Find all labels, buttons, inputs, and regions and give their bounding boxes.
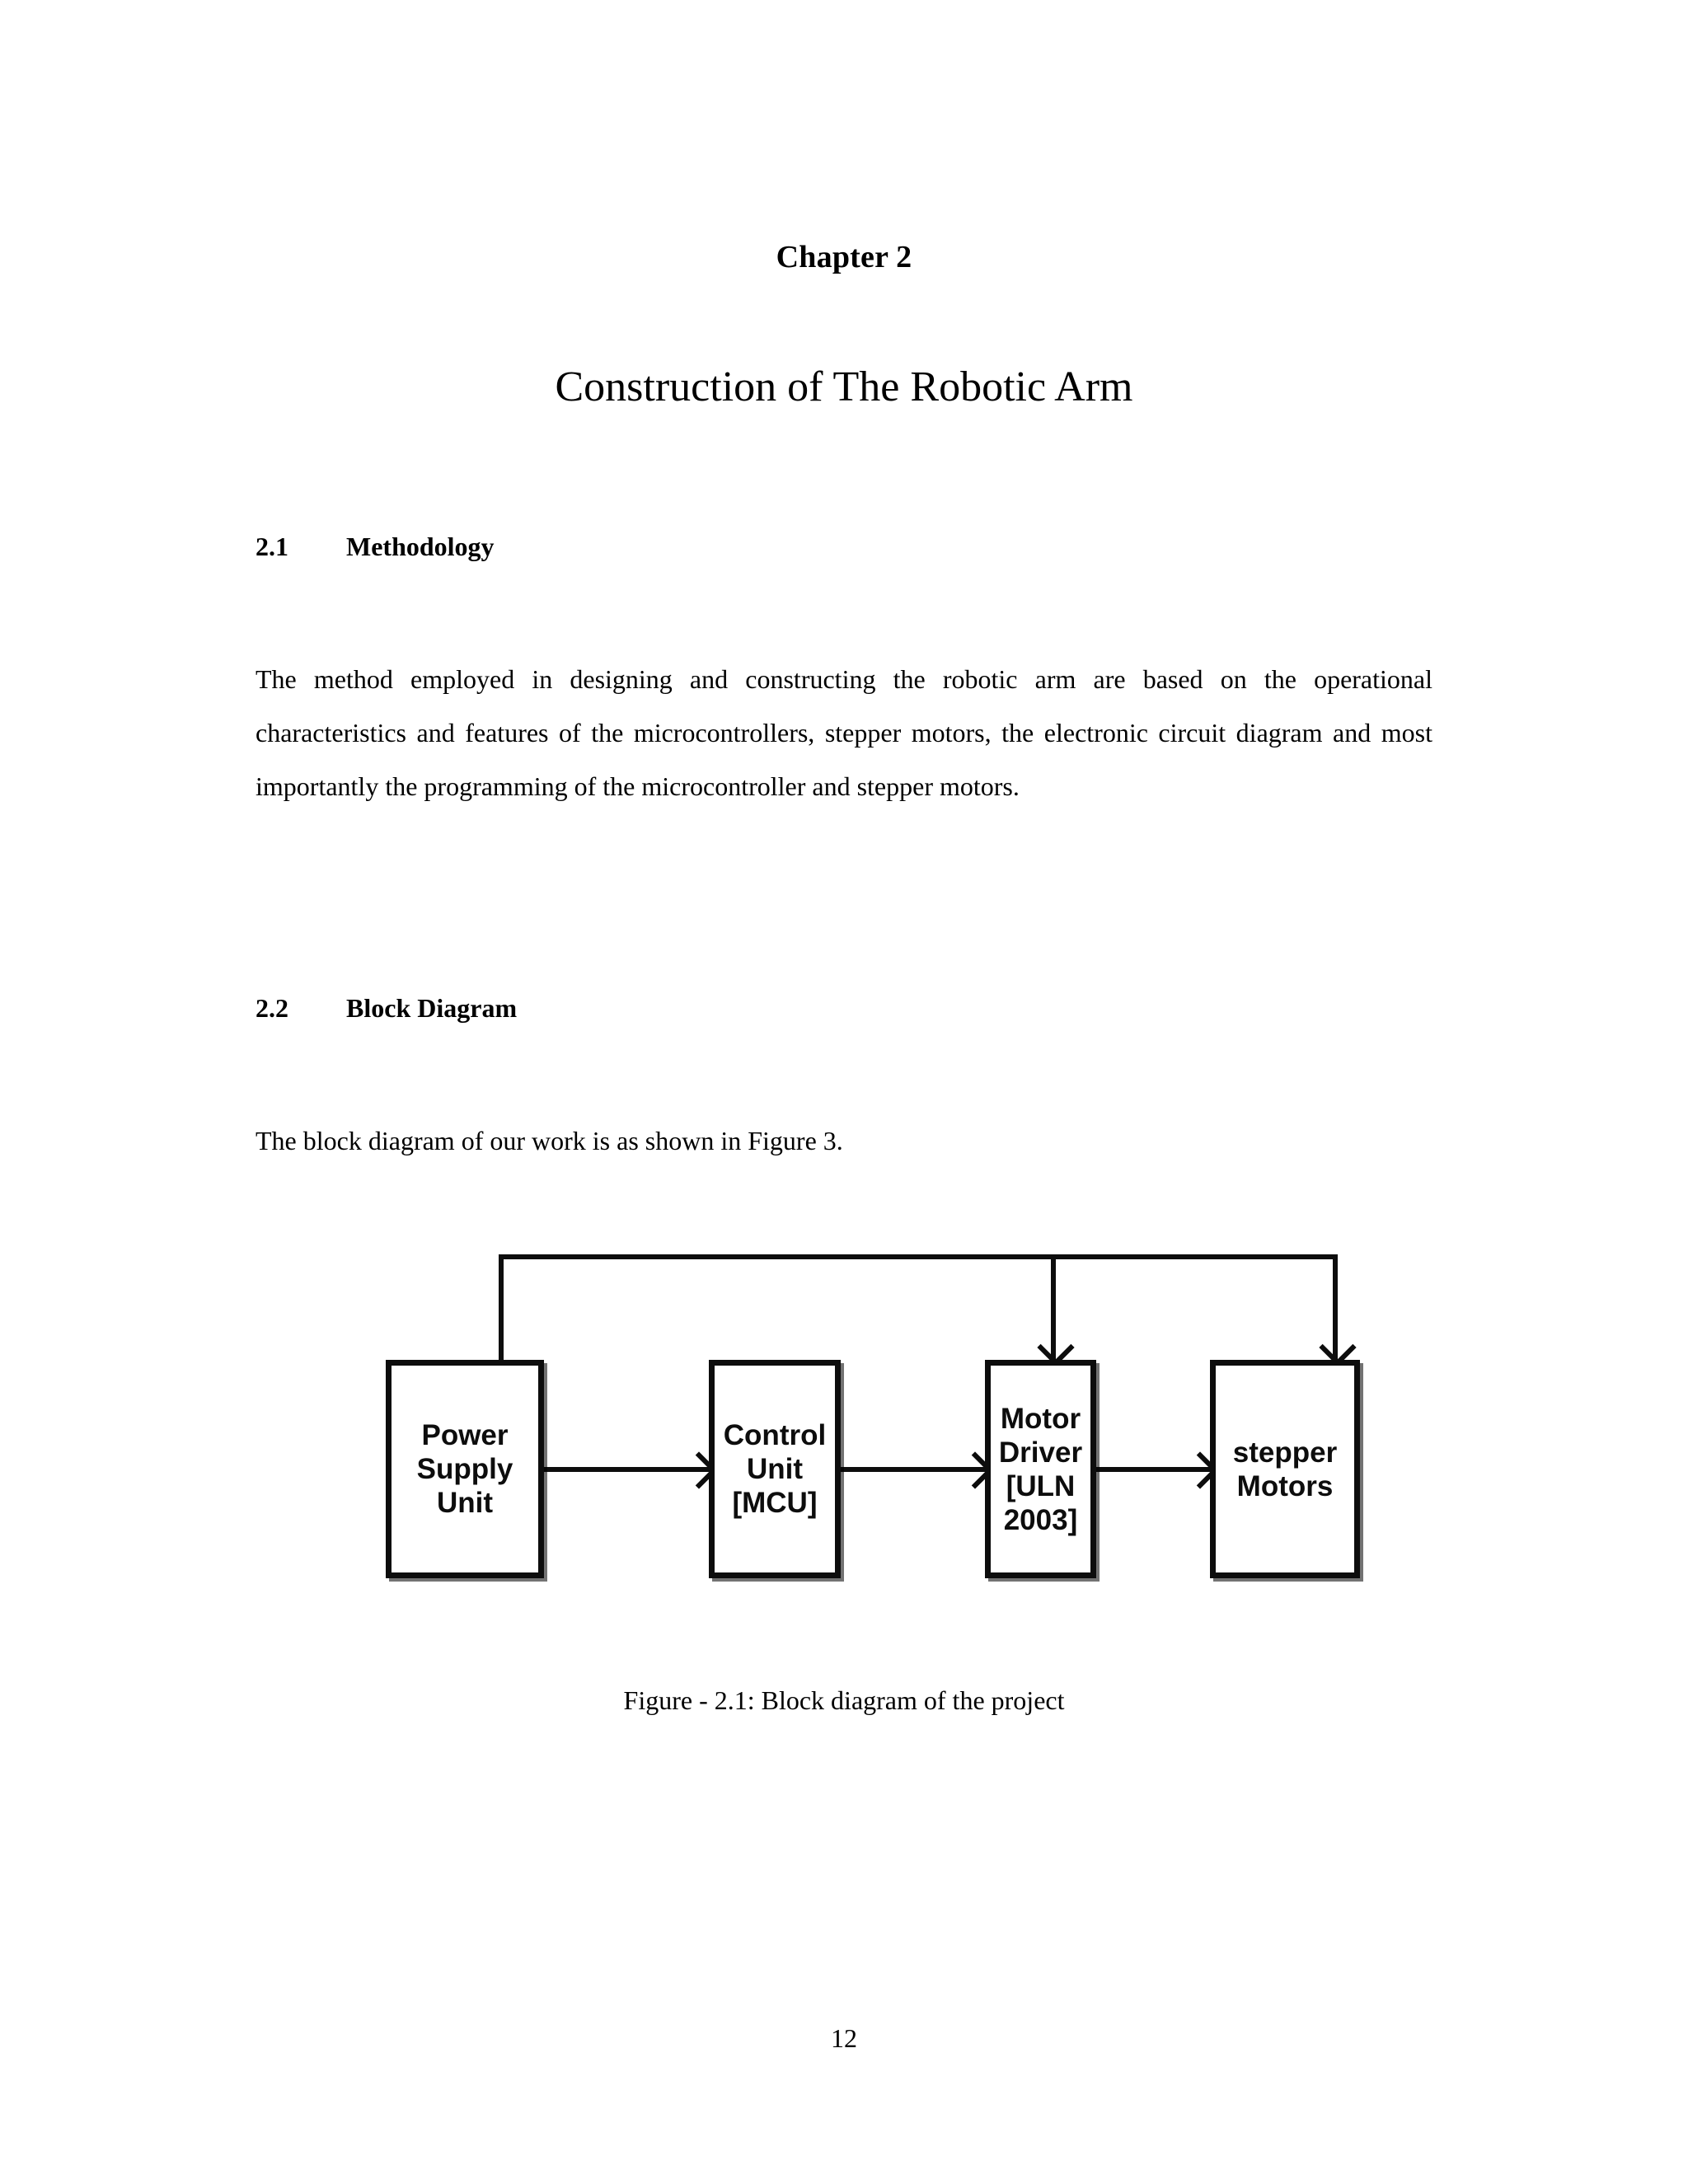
block-power-supply-unit: Power Supply Unit	[386, 1360, 544, 1578]
block-diagram-figure: Power Supply Unit Control Unit [MCU] Mot…	[346, 1220, 1442, 1607]
paragraph-methodology: The method employed in designing and con…	[256, 664, 1432, 801]
section-heading-methodology: 2.1 Methodology	[256, 532, 1434, 562]
section-title: Methodology	[346, 532, 495, 561]
section-title: Block Diagram	[346, 993, 518, 1023]
power-bus-riser	[499, 1254, 504, 1361]
paragraph-block-diagram-intro: The block diagram of our work is as show…	[256, 1126, 843, 1155]
figure-caption: Figure - 2.1: Block diagram of the proje…	[623, 1685, 1065, 1715]
block-line: Unit	[746, 1453, 804, 1485]
block-line: 2003]	[1003, 1503, 1078, 1536]
block-control-unit: Control Unit [MCU]	[709, 1360, 841, 1578]
block-line: Motors	[1236, 1469, 1334, 1502]
connector-driver-to-motors	[1096, 1467, 1210, 1472]
section-number: 2.2	[256, 993, 288, 1023]
block-line: Control	[723, 1419, 827, 1451]
page-number: 12	[831, 2023, 857, 2053]
block-line: Driver	[998, 1436, 1083, 1469]
chapter-title: Construction of The Robotic Arm	[555, 363, 1133, 410]
block-motor-driver: Motor Driver [ULN 2003]	[985, 1360, 1096, 1578]
chapter-label: Chapter 2	[776, 240, 912, 274]
block-line: Supply	[416, 1453, 513, 1485]
block-line: Unit	[436, 1487, 494, 1519]
block-stepper-motors: stepper Motors	[1210, 1360, 1360, 1578]
power-bus-drop-to-motor-driver	[1051, 1254, 1056, 1360]
connector-mcu-to-driver	[841, 1467, 985, 1472]
block-line: [MCU]	[732, 1487, 818, 1519]
power-bus-drop-to-stepper-motors	[1333, 1254, 1338, 1360]
section-number: 2.1	[256, 532, 288, 561]
block-line: Motor	[1000, 1402, 1081, 1435]
block-line: stepper	[1232, 1436, 1338, 1469]
block-line: [ULN	[1006, 1469, 1076, 1502]
power-bus-horizontal	[499, 1254, 1338, 1259]
section-heading-block-diagram: 2.2 Block Diagram	[256, 993, 1434, 1024]
connector-psu-to-mcu	[544, 1467, 709, 1472]
block-line: Power	[421, 1419, 509, 1451]
